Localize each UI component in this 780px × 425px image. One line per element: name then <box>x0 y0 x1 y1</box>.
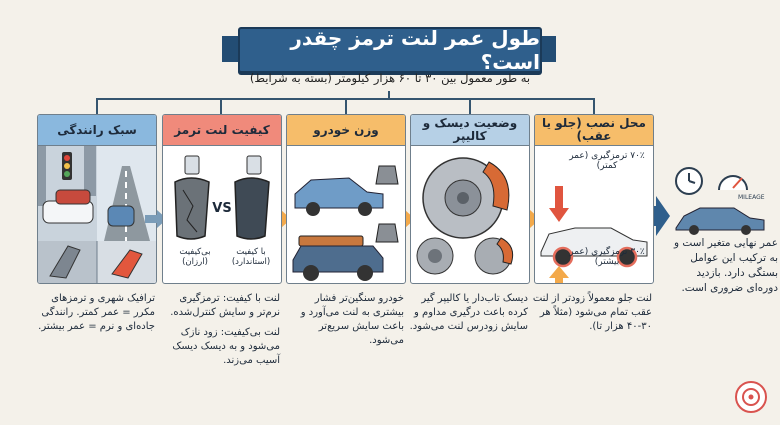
caliper-icon <box>482 161 510 211</box>
panel-header: محل نصب (جلو یا عقب) <box>535 115 653 146</box>
final-car-icon <box>675 207 765 235</box>
light-weight-icon <box>375 165 399 185</box>
gauge-icon <box>718 175 748 191</box>
light-car-icon <box>294 177 384 209</box>
panel-header: سبک رانندگی <box>38 115 156 146</box>
banner-ribbon-left <box>222 36 240 62</box>
tree-drop-1 <box>96 98 98 114</box>
page-title: طول عمر لنت ترمز چقدر است؟ <box>290 26 540 74</box>
panel-header: کیفیت لنت ترمز <box>163 115 281 146</box>
quality-bad-text: لنت بی‌کیفیت: زود نازک می‌شود و به دیسک … <box>172 327 280 366</box>
tree-stem <box>388 91 390 99</box>
driving-style-illustration <box>38 146 156 283</box>
brake-pads-illustration: VS <box>174 155 270 240</box>
title-banner: طول عمر لنت ترمز چقدر است؟ <box>238 26 542 74</box>
quality-good-text: لنت با کیفیت: ترمزگیری نرم‌تر و سایش کنت… <box>170 293 280 318</box>
install-position-illustration <box>540 186 648 283</box>
mileage-sign: MILEAGE <box>738 194 765 201</box>
page-subtitle: به طور معمول بین ۳۰ تا ۶۰ هزار کیلومتر (… <box>249 71 531 85</box>
panel-pad-quality: کیفیت لنت ترمز VS با کیفیت (استاندارد) ب… <box>162 114 282 284</box>
panel-install-position: محل نصب (جلو یا عقب) ۷۰٪ ترمزگیری (عمر ک… <box>534 114 654 284</box>
clock-icon <box>675 167 703 195</box>
panel-3-description: خودرو سنگین‌تر فشار بیشتری به لنت می‌آور… <box>300 293 404 346</box>
tree-bar <box>96 98 593 100</box>
panel-1-description: ترافیک شهری و ترمزهای مکرر = عمر کمتر. ر… <box>38 293 155 332</box>
panel-header: وزن خودرو <box>287 115 405 146</box>
low-quality-label: بی‌کیفیت (ارزان) <box>179 247 211 267</box>
final-note: عمر نهایی متغیر است و به ترکیب این عوامل… <box>673 237 778 294</box>
down-arrow-icon <box>549 186 569 222</box>
vs-label: VS <box>212 201 231 216</box>
new-pad-icon <box>234 177 270 240</box>
speaker-low-icon <box>184 155 200 175</box>
banner-ribbon-right <box>538 36 556 62</box>
high-quality-label: با کیفیت (استاندارد) <box>231 247 271 267</box>
rear-braking-label: ۳۰٪ ترمزگیری (عمر بیشتر) <box>569 247 645 267</box>
disc-caliper-illustration <box>416 157 514 275</box>
front-braking-label: ۷۰٪ ترمزگیری (عمر کمتر) <box>569 151 645 171</box>
tree-drop-3 <box>345 98 347 114</box>
panel-4-description: دیسک تاب‌دار یا کالیپر گیر کرده باعث درگ… <box>409 293 528 332</box>
panel-5-description: لنت جلو معمولاً زودتر از لنت عقب تمام می… <box>532 293 652 332</box>
arrow-right-icon <box>145 210 167 228</box>
panel-driving-style: سبک رانندگی <box>37 114 157 284</box>
panel-header: وضعیت دیسک و کالیپر <box>411 115 529 146</box>
speaker-high-icon <box>246 155 262 175</box>
heavy-suv-icon <box>292 245 384 273</box>
vehicle-weight-illustration <box>292 165 399 281</box>
tree-drop-5 <box>593 98 595 114</box>
panel-2-description: لنت با کیفیت: ترمزگیری نرم‌تر و سایش کنت… <box>158 292 280 368</box>
up-arrow-icon <box>549 266 569 283</box>
car-icon <box>107 205 135 227</box>
tree-drop-4 <box>469 98 471 114</box>
panel-disc-caliper: وضعیت دیسک و کالیپر <box>410 114 530 284</box>
brand-logo-icon <box>735 381 767 413</box>
heavy-weight-icon <box>375 223 399 243</box>
panel-vehicle-weight: وزن خودرو <box>286 114 406 284</box>
tree-drop-2 <box>220 98 222 114</box>
